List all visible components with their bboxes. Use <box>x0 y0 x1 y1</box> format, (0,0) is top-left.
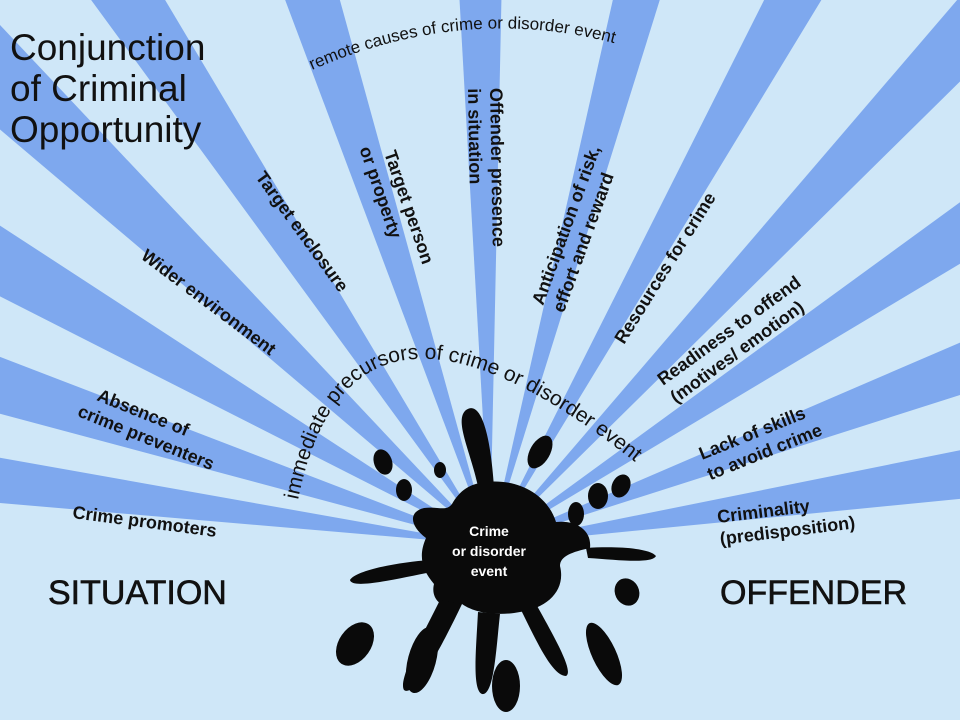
center-label: Crime or disorder event <box>452 523 526 579</box>
ray-label-line: Offender presence <box>486 88 509 247</box>
splat-spike-right <box>586 547 656 561</box>
ray-10 <box>490 0 960 545</box>
ray-13 <box>490 450 960 545</box>
title-line-1: Conjunction <box>10 27 205 68</box>
ray-label-line: in situation <box>464 88 486 184</box>
splat-spike-left <box>350 560 432 584</box>
splat-droplet-3 <box>527 435 553 469</box>
crime-event-splat <box>335 408 656 712</box>
splat-spike-bottom-3 <box>520 604 568 676</box>
ray-8 <box>490 0 660 545</box>
splat-body <box>412 481 591 614</box>
offender-label: OFFENDER <box>720 574 907 612</box>
splat-droplet-5 <box>588 483 608 509</box>
title-line-2: of Criminal <box>10 68 187 109</box>
ray-7 <box>459 0 502 545</box>
center-line-3: event <box>471 563 508 579</box>
radiating-rays <box>0 0 960 545</box>
title-line-3: Opportunity <box>10 109 202 150</box>
splat-droplet-8 <box>335 622 375 666</box>
ray-11 <box>490 202 960 545</box>
center-line-2: or disorder <box>452 543 526 559</box>
splat-droplet-4 <box>568 502 584 526</box>
splat-droplet-1 <box>373 449 393 475</box>
splat-spike-bottom-2 <box>475 612 500 695</box>
splat-droplet-6 <box>611 474 631 498</box>
ray-9 <box>490 0 822 545</box>
situation-label: SITUATION <box>48 574 227 612</box>
ray-5 <box>91 0 490 545</box>
splat-droplet-9 <box>405 626 439 694</box>
diagram-title: Conjunction of Criminal Opportunity <box>10 27 205 150</box>
splat-droplet-7 <box>434 462 446 478</box>
ray-2 <box>0 356 490 545</box>
splat-droplet-12 <box>614 578 640 606</box>
splat-spike-top <box>461 408 494 486</box>
splat-droplet-10 <box>492 660 520 712</box>
splat-droplet-11 <box>585 622 623 686</box>
splat-droplet-2 <box>396 479 412 501</box>
center-line-1: Crime <box>469 523 509 539</box>
